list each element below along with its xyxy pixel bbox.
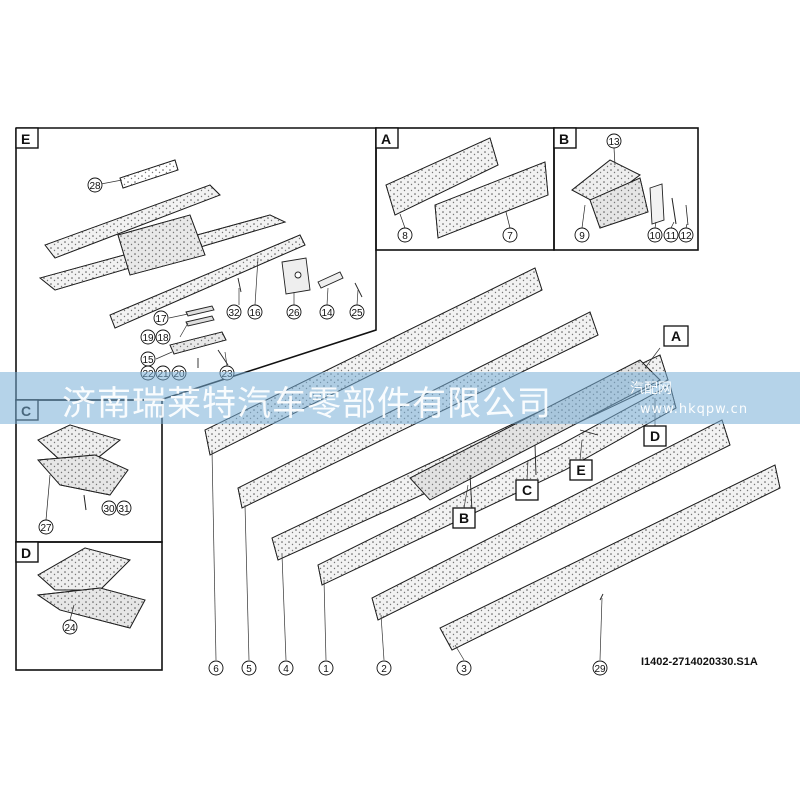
part-number-12: 12	[680, 231, 692, 242]
part-number-29: 29	[594, 664, 606, 675]
part-number-25: 25	[351, 308, 363, 319]
part-number-7: 7	[507, 231, 513, 242]
part-number-1: 1	[323, 664, 329, 675]
watermark-band	[0, 372, 800, 424]
detail-panel-e: E	[15, 127, 377, 401]
callout-c: C	[515, 479, 539, 501]
part-number-17: 17	[155, 314, 167, 325]
watermark-company: 济南瑞莱特汽车零部件有限公司	[62, 384, 552, 424]
callout-label-d: D	[650, 428, 660, 444]
panel-d-drawing	[36, 547, 146, 629]
panel-e-drawing	[39, 159, 363, 368]
part-number-15: 15	[142, 355, 154, 366]
panel-a-drawing	[385, 137, 549, 239]
part-number-16: 16	[249, 308, 261, 319]
part-number-11: 11	[666, 231, 677, 242]
part-number-4: 4	[283, 664, 289, 675]
panel-b-drawing	[571, 147, 689, 229]
part-number-13: 13	[608, 137, 620, 148]
part-number-19: 19	[142, 333, 154, 344]
panel-e-leaders	[100, 179, 359, 367]
detail-panel-b: B	[553, 127, 699, 251]
panel-label-b: B	[559, 131, 569, 147]
drawing-code: I1402-2714020330.S1A	[641, 656, 758, 668]
panel-c-drawing	[37, 424, 129, 521]
part-number-8: 8	[402, 231, 408, 242]
part-number-28: 28	[89, 181, 101, 192]
part-number-9: 9	[579, 231, 585, 242]
part-number-2: 2	[381, 664, 387, 675]
callout-label-e: E	[576, 462, 585, 478]
part-number-32: 32	[228, 308, 240, 319]
panel-label-d: D	[21, 545, 31, 561]
part-number-31: 31	[118, 504, 130, 515]
part-number-24: 24	[64, 623, 76, 634]
callout-a: A	[663, 325, 689, 347]
part-number-26: 26	[288, 308, 300, 319]
detail-panel-d: D	[15, 541, 163, 671]
part-number-18: 18	[157, 333, 169, 344]
panel-label-e: E	[21, 131, 30, 147]
part-number-6: 6	[213, 664, 219, 675]
part-number-27: 27	[40, 523, 52, 534]
callout-label-c: C	[522, 482, 532, 498]
panel-label-a: A	[381, 131, 391, 147]
callout-label-a: A	[671, 328, 681, 344]
watermark-site: 汽配网	[630, 381, 672, 397]
watermark-url: www.hkqpw.cn	[640, 402, 749, 417]
part-number-5: 5	[246, 664, 252, 675]
part-number-3: 3	[461, 664, 467, 675]
part-number-30: 30	[103, 504, 115, 515]
callout-label-b: B	[459, 510, 469, 526]
callout-b: B	[452, 507, 476, 529]
callout-e: E	[569, 459, 593, 481]
main-assembly	[204, 267, 781, 651]
callout-d: D	[643, 425, 667, 447]
part-number-14: 14	[321, 308, 333, 319]
part-number-10: 10	[649, 231, 661, 242]
